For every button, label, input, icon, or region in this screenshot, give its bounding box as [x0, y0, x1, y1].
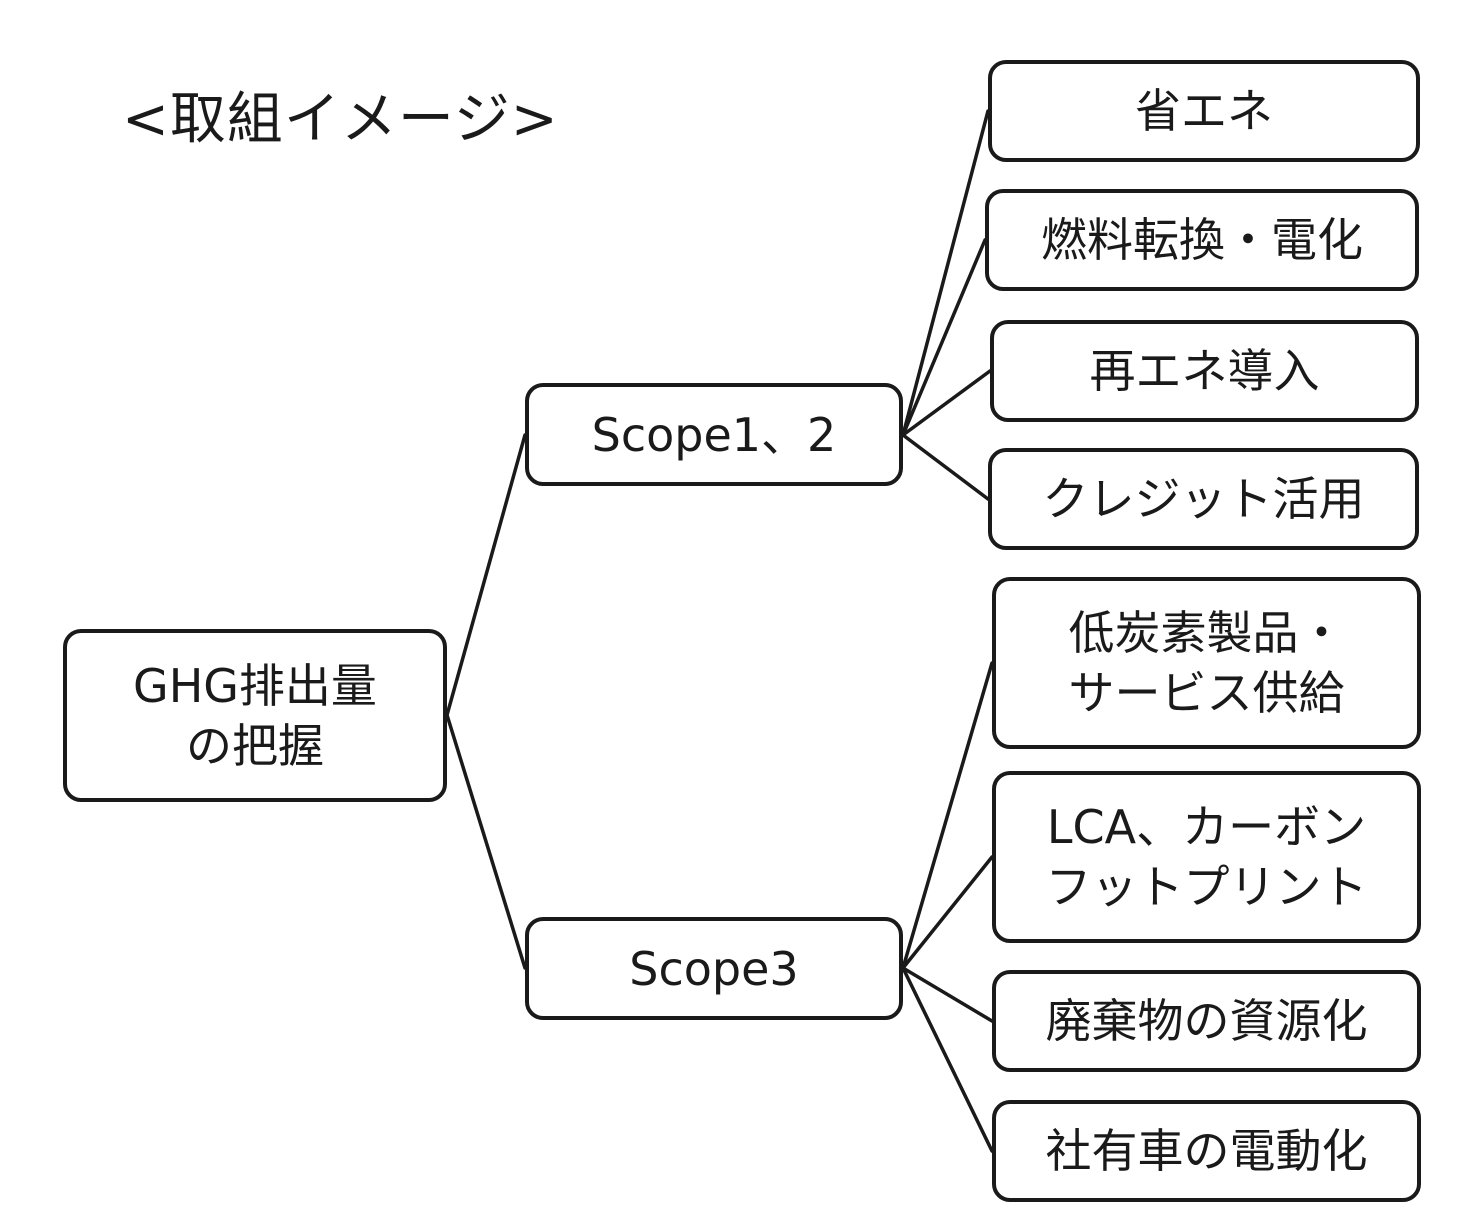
- node-fuel-conversion: 燃料転換・電化: [985, 189, 1419, 291]
- node-low-carbon-line2: サービス供給: [1068, 666, 1345, 720]
- node-credit-use: クレジット活用: [988, 448, 1419, 550]
- diagram-title: <取組イメージ>: [122, 87, 559, 152]
- node-scope3: Scope3: [525, 917, 903, 1020]
- node-lca-line1: LCA、カーボン: [1046, 800, 1367, 854]
- edge-scope3-l8: [901, 966, 994, 1153]
- edge-scope3-l5: [901, 661, 994, 970]
- node-scope12: Scope1、2: [525, 383, 903, 486]
- node-company-car-label: 社有車の電動化: [1045, 1124, 1368, 1178]
- node-fuel-conversion-label: 燃料転換・電化: [1041, 213, 1363, 267]
- edge-root-scope3: [445, 713, 527, 970]
- node-waste-recycling: 廃棄物の資源化: [992, 970, 1421, 1072]
- node-renewable-energy: 再エネ導入: [990, 320, 1419, 422]
- edge-scope12-l4: [901, 433, 990, 501]
- node-scope12-label: Scope1、2: [591, 407, 837, 462]
- edge-root-scope12: [445, 433, 527, 717]
- node-ghg-line2: の把握: [185, 718, 324, 773]
- node-company-car-electrification: 社有車の電動化: [992, 1100, 1421, 1202]
- edge-scope12-l3: [901, 369, 992, 437]
- node-low-carbon-products: 低炭素製品・ サービス供給: [992, 577, 1421, 749]
- node-energy-saving-label: 省エネ: [1135, 84, 1273, 138]
- node-lca-carbon-footprint: LCA、カーボン フットプリント: [992, 771, 1421, 943]
- node-renewable-energy-label: 再エネ導入: [1089, 344, 1320, 398]
- node-ghg-line1: GHG排出量: [133, 658, 377, 713]
- edge-scope12-l2: [901, 238, 987, 437]
- node-scope3-label: Scope3: [629, 941, 799, 996]
- node-low-carbon-line1: 低炭素製品・: [1068, 606, 1345, 660]
- node-ghg-emissions: GHG排出量 の把握: [63, 629, 447, 802]
- edge-scope12-l1: [901, 109, 990, 437]
- node-credit-use-label: クレジット活用: [1042, 472, 1365, 526]
- edge-scope3-l7: [901, 966, 994, 1023]
- node-lca-line2: フットプリント: [1045, 860, 1368, 914]
- node-energy-saving: 省エネ: [988, 60, 1420, 162]
- edge-scope3-l6: [901, 855, 994, 970]
- node-waste-recycling-label: 廃棄物の資源化: [1045, 994, 1368, 1048]
